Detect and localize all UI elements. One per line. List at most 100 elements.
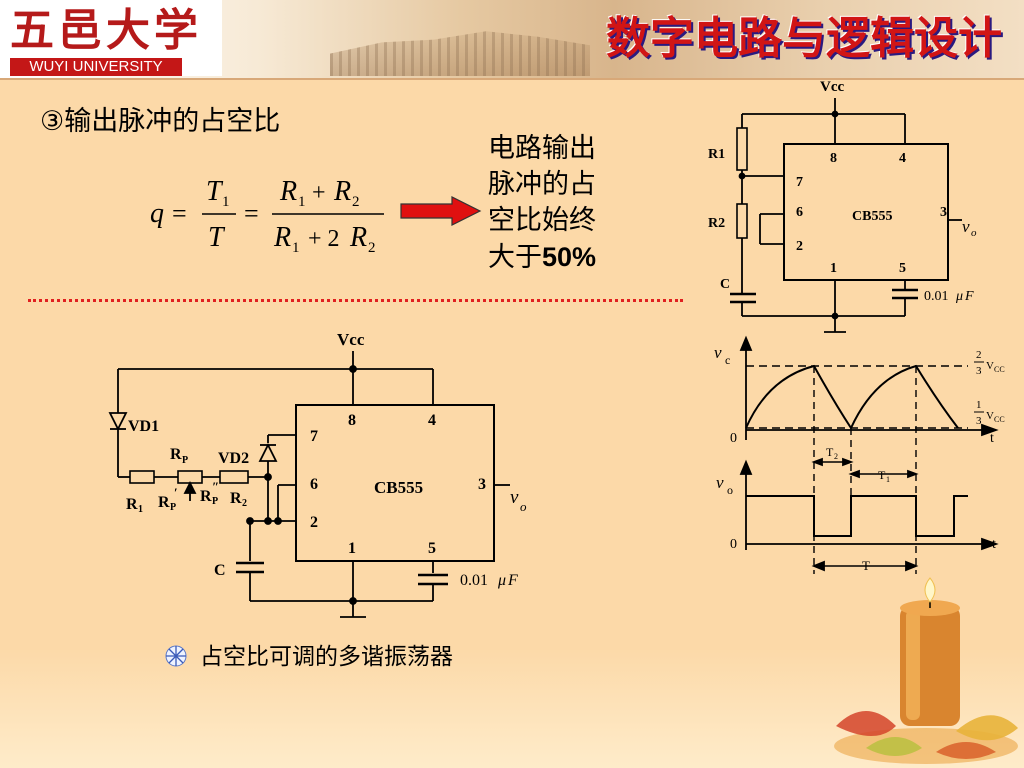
top-pin-5: 5 bbox=[899, 261, 906, 276]
formula-r1-num: R bbox=[279, 176, 297, 207]
main-out-label: v bbox=[510, 487, 519, 508]
main-pin-2: 2 bbox=[310, 514, 318, 531]
candle-decoration-icon bbox=[834, 577, 1018, 764]
main-cap-value: 0.01 bbox=[460, 572, 488, 589]
main-rp2-mark: ″ bbox=[212, 479, 219, 494]
formula-t1-sub: 1 bbox=[222, 194, 230, 210]
top-out-label: v bbox=[962, 217, 970, 236]
wave-vc-label: v bbox=[714, 343, 722, 362]
formula-q: q bbox=[150, 198, 164, 229]
logo-english-text: WUYI UNIVERSITY bbox=[10, 58, 182, 76]
conclusion-line-2: 脉冲的占 bbox=[488, 169, 596, 200]
main-rp1-label: R bbox=[158, 494, 170, 511]
wave-t1-label: T bbox=[878, 468, 886, 482]
wave-lower-sub: CC bbox=[994, 415, 1005, 424]
conclusion-text: 电路输出 脉冲的占 空比始终 大于50% bbox=[488, 131, 638, 276]
wave-upper-num: 2 bbox=[976, 349, 982, 361]
top-pin-3: 3 bbox=[940, 205, 947, 220]
wave-period-label: T bbox=[862, 558, 870, 573]
main-pin-7: 7 bbox=[310, 428, 318, 445]
wave-zero-2: 0 bbox=[730, 537, 737, 552]
main-pin-1: 1 bbox=[348, 540, 356, 557]
right-arrow-icon bbox=[400, 196, 482, 226]
main-pin-3: 3 bbox=[478, 476, 486, 493]
conclusion-value: 50% bbox=[542, 242, 597, 272]
formula-eq1: = bbox=[172, 199, 187, 228]
main-r1-sub: 1 bbox=[138, 504, 143, 515]
top-pin-1: 1 bbox=[830, 261, 837, 276]
top-pin-7: 7 bbox=[796, 175, 803, 190]
top-r2-resistor bbox=[736, 203, 748, 239]
top-r1-resistor bbox=[736, 127, 748, 171]
top-cap-value: 0.01 bbox=[924, 289, 949, 304]
top-r1-label: R1 bbox=[708, 147, 725, 162]
duty-cycle-formula: q = T 1 T = R 1 + R 2 R 1 + 2 R 2 bbox=[150, 176, 384, 256]
formula-r2-den: R bbox=[349, 222, 367, 253]
main-r2-resistor bbox=[219, 470, 249, 484]
top-cap-mu: μ bbox=[955, 289, 963, 304]
formula-r1-den: R bbox=[273, 222, 291, 253]
wave-upper-den: 3 bbox=[976, 365, 982, 377]
timing-waveforms: v c 2 3 V CC 1 3 V CC 0 t T 2 T 1 v o 0 … bbox=[714, 335, 1005, 574]
conclusion-line-4: 大于50% bbox=[488, 239, 638, 276]
top-cap-unit: F bbox=[964, 289, 974, 304]
wave-t2-label: T bbox=[826, 445, 834, 459]
formula-r2-num: R bbox=[333, 176, 351, 207]
formula-t1: T bbox=[206, 176, 224, 207]
adjustable-duty-555-circuit: Vcc VD1 VD2 R P R 1 R P ′ bbox=[108, 330, 527, 618]
top-out-sub: o bbox=[971, 227, 977, 239]
main-r1-resistor bbox=[129, 470, 155, 484]
campus-building-image bbox=[330, 31, 590, 76]
formula-plus-num: + bbox=[312, 180, 326, 206]
wave-vo-sub: o bbox=[727, 483, 733, 497]
top-c-label: C bbox=[720, 277, 730, 292]
main-cap-mu: μ bbox=[497, 572, 506, 589]
wave-upper-text: V bbox=[986, 360, 994, 372]
main-rp-sub: P bbox=[182, 455, 188, 466]
main-555-chip bbox=[295, 404, 495, 562]
conclusion-line-1: 电路输出 bbox=[488, 133, 596, 164]
main-rp1-sub: P bbox=[170, 502, 176, 513]
main-rp1-mark: ′ bbox=[174, 485, 178, 500]
formula-r1-den-sub: 1 bbox=[292, 240, 300, 256]
star-bullet-icon bbox=[165, 645, 187, 667]
wave-lower-num: 1 bbox=[976, 399, 982, 411]
dotted-divider bbox=[28, 299, 683, 302]
main-pin-6: 6 bbox=[310, 476, 318, 493]
main-r2-sub: 2 bbox=[242, 498, 247, 509]
top-r2-label: R2 bbox=[708, 216, 725, 231]
wave-t-axis-2: t bbox=[992, 537, 996, 552]
caption-text: 占空比可调的多谐振荡器 bbox=[200, 644, 453, 670]
header-banner: 五邑大学 WUYI UNIVERSITY 数字电路与逻辑设计 bbox=[0, 0, 1024, 80]
conclusion-line-3: 空比始终 bbox=[488, 205, 596, 236]
top-pin-4: 4 bbox=[899, 151, 906, 166]
wave-lower-den: 3 bbox=[976, 415, 982, 427]
wave-t1-sub: 1 bbox=[886, 475, 890, 484]
logo-chinese-text: 五邑大学 bbox=[10, 5, 202, 56]
wave-lower-text: V bbox=[986, 410, 994, 422]
top-pin-2: 2 bbox=[796, 239, 803, 254]
formula-r2-den-sub: 2 bbox=[368, 240, 376, 256]
section-title: ③输出脉冲的占空比 bbox=[40, 106, 281, 137]
wave-vc-sub: c bbox=[725, 353, 730, 367]
main-pin-5: 5 bbox=[428, 540, 436, 557]
main-rp2-label: R bbox=[200, 488, 212, 505]
wave-zero-1: 0 bbox=[730, 431, 737, 446]
course-title: 数字电路与逻辑设计 bbox=[606, 13, 1002, 64]
top-pin-8: 8 bbox=[830, 151, 837, 166]
formula-eq2: = bbox=[244, 199, 259, 228]
main-cap-unit: F bbox=[507, 572, 518, 589]
main-out-sub: o bbox=[520, 499, 527, 514]
top-555-chip bbox=[783, 143, 949, 281]
formula-t: T bbox=[208, 222, 226, 253]
main-c-label: C bbox=[214, 562, 226, 579]
main-pin-8: 8 bbox=[348, 412, 356, 429]
top-pin-6: 6 bbox=[796, 205, 803, 220]
main-r1-label: R bbox=[126, 496, 138, 513]
main-vcc-label: Vcc bbox=[337, 330, 365, 349]
wave-t2-sub: 2 bbox=[834, 452, 838, 461]
wave-upper-sub: CC bbox=[994, 365, 1005, 374]
main-chip-label: CB555 bbox=[374, 478, 423, 497]
conclusion-prefix: 大于 bbox=[488, 242, 542, 273]
main-r2-label: R bbox=[230, 490, 242, 507]
